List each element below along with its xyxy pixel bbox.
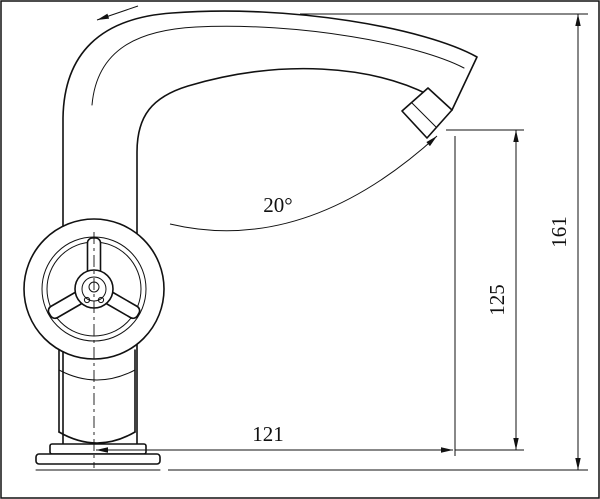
hub-bolt-left	[83, 296, 91, 304]
faucet-outline	[23, 10, 478, 471]
spout-inner-line	[91, 25, 465, 106]
dimension-spout-height: 125	[446, 129, 524, 451]
spout-aerator-detail	[411, 102, 437, 128]
dim-label-121: 121	[252, 422, 284, 446]
dim-label-161: 161	[547, 216, 571, 248]
base-flange	[35, 453, 161, 465]
dimension-annotations: 161 125 121 20°	[96, 5, 588, 471]
dim-label-125: 125	[485, 284, 509, 316]
dimension-overall-height: 161	[168, 13, 588, 471]
faucet-body-and-spout-top	[62, 10, 478, 453]
faucet-base	[35, 443, 161, 471]
apex-leader-arrow	[96, 5, 139, 21]
dim-label-angle: 20°	[263, 193, 292, 217]
base-upper-plate	[49, 443, 147, 455]
stem-bottom-arc	[58, 431, 136, 444]
dimension-reach: 121	[96, 136, 456, 456]
handle-stem	[58, 349, 136, 444]
angle-arc	[169, 135, 438, 232]
faucet-spout-underside	[136, 67, 430, 453]
hub-bolt-right	[97, 296, 105, 304]
stem-mid-arc	[58, 369, 136, 381]
spout-aerator	[401, 87, 453, 139]
dimension-spout-angle: 20°	[169, 135, 438, 232]
